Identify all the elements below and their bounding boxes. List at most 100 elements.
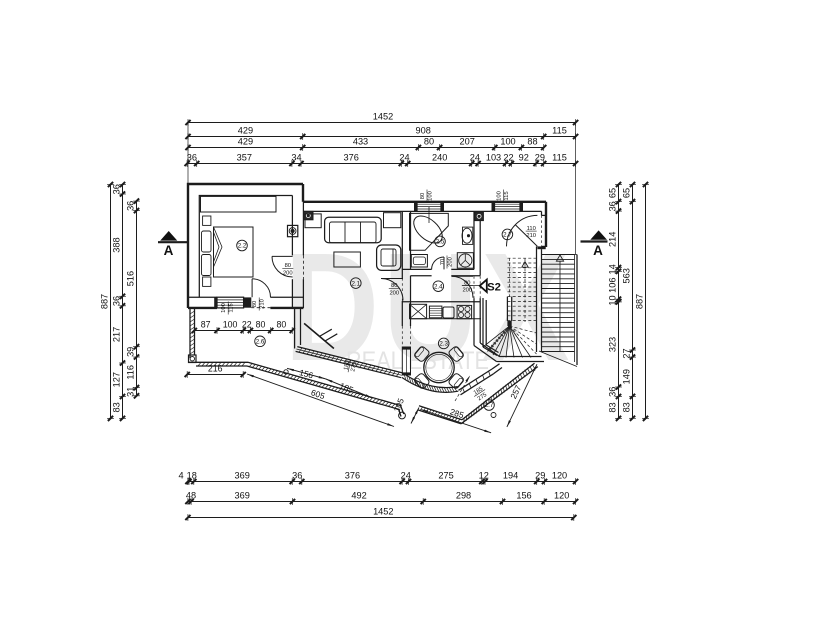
- svg-text:369: 369: [235, 491, 250, 501]
- svg-text:115: 115: [552, 126, 567, 136]
- svg-text:27: 27: [622, 348, 632, 358]
- svg-text:100: 100: [427, 191, 433, 201]
- svg-text:115: 115: [552, 153, 567, 163]
- svg-text:36: 36: [292, 471, 302, 481]
- svg-text:563: 563: [622, 268, 632, 283]
- svg-text:216: 216: [208, 364, 223, 374]
- svg-text:156: 156: [516, 491, 531, 501]
- svg-text:115: 115: [229, 303, 235, 312]
- svg-text:369: 369: [235, 471, 250, 481]
- svg-text:433: 433: [353, 137, 368, 147]
- svg-text:2.1: 2.1: [351, 280, 360, 287]
- svg-text:429: 429: [238, 137, 253, 147]
- svg-text:80: 80: [256, 320, 266, 330]
- svg-text:2.7: 2.7: [503, 232, 512, 239]
- svg-text:2.2: 2.2: [238, 243, 247, 250]
- svg-text:24: 24: [470, 153, 480, 163]
- svg-text:80: 80: [464, 280, 470, 286]
- svg-text:S2: S2: [487, 281, 501, 293]
- svg-text:887: 887: [100, 294, 110, 309]
- svg-text:285: 285: [449, 406, 466, 420]
- svg-text:70: 70: [440, 259, 446, 265]
- svg-text:127: 127: [112, 372, 122, 387]
- svg-text:429: 429: [238, 126, 253, 136]
- svg-text:105: 105: [391, 397, 406, 414]
- svg-text:22: 22: [242, 320, 252, 330]
- svg-text:275: 275: [350, 362, 358, 373]
- svg-text:29: 29: [535, 471, 545, 481]
- svg-text:240: 240: [432, 153, 447, 163]
- svg-text:24: 24: [399, 153, 409, 163]
- svg-text:516: 516: [126, 271, 136, 286]
- svg-text:92: 92: [519, 153, 529, 163]
- svg-text:80: 80: [391, 283, 397, 289]
- svg-text:275: 275: [438, 471, 453, 481]
- svg-text:48: 48: [186, 491, 196, 501]
- svg-text:2.6: 2.6: [256, 339, 265, 346]
- svg-text:87: 87: [201, 320, 211, 330]
- svg-text:4: 4: [178, 471, 183, 481]
- svg-text:100: 100: [496, 191, 502, 201]
- svg-text:106: 106: [608, 278, 618, 293]
- svg-text:200: 200: [389, 290, 399, 296]
- svg-text:2.5: 2.5: [436, 239, 445, 246]
- svg-text:80: 80: [424, 137, 434, 147]
- svg-text:149: 149: [622, 369, 632, 384]
- svg-text:120: 120: [554, 491, 569, 501]
- svg-text:357: 357: [237, 153, 252, 163]
- svg-text:80: 80: [277, 320, 287, 330]
- svg-text:10: 10: [608, 295, 618, 305]
- svg-text:100: 100: [223, 320, 238, 330]
- svg-text:116: 116: [126, 365, 136, 380]
- svg-text:2.3: 2.3: [439, 341, 448, 348]
- svg-text:A: A: [593, 243, 603, 258]
- svg-text:39: 39: [126, 347, 136, 357]
- svg-text:24: 24: [401, 471, 411, 481]
- svg-text:217: 217: [112, 327, 122, 342]
- svg-text:103: 103: [486, 153, 501, 163]
- svg-text:80: 80: [420, 193, 426, 199]
- svg-text:80: 80: [252, 301, 258, 307]
- svg-text:492: 492: [351, 491, 366, 501]
- svg-text:1452: 1452: [373, 507, 393, 517]
- svg-text:36: 36: [126, 201, 136, 211]
- svg-text:298: 298: [456, 491, 471, 501]
- svg-text:210: 210: [526, 233, 536, 239]
- svg-text:2.4: 2.4: [434, 283, 443, 290]
- svg-text:1452: 1452: [373, 112, 393, 122]
- svg-text:156: 156: [298, 367, 314, 380]
- svg-text:376: 376: [345, 471, 360, 481]
- svg-text:200: 200: [447, 257, 453, 267]
- svg-text:22: 22: [503, 153, 513, 163]
- svg-text:100: 100: [221, 303, 227, 313]
- svg-text:115: 115: [504, 191, 510, 200]
- svg-text:388: 388: [112, 237, 122, 252]
- svg-text:194: 194: [503, 471, 518, 481]
- svg-text:83: 83: [608, 402, 618, 412]
- svg-text:100: 100: [500, 137, 515, 147]
- svg-text:83: 83: [622, 402, 632, 412]
- svg-text:180: 180: [343, 360, 351, 371]
- svg-text:65: 65: [608, 188, 618, 198]
- svg-text:207: 207: [460, 137, 475, 147]
- svg-text:210: 210: [260, 299, 266, 309]
- svg-text:36: 36: [112, 296, 122, 306]
- svg-text:36: 36: [112, 184, 122, 194]
- svg-text:275: 275: [477, 392, 488, 402]
- svg-text:36: 36: [608, 387, 618, 397]
- svg-text:80: 80: [285, 263, 291, 269]
- svg-text:12: 12: [479, 471, 489, 481]
- svg-text:185: 185: [473, 386, 484, 396]
- svg-text:110: 110: [527, 226, 536, 232]
- svg-text:18: 18: [187, 471, 197, 481]
- svg-text:36: 36: [608, 201, 618, 211]
- svg-text:31: 31: [126, 387, 136, 397]
- svg-text:323: 323: [608, 337, 618, 352]
- svg-text:376: 376: [344, 153, 359, 163]
- svg-text:120: 120: [552, 471, 567, 481]
- svg-text:200: 200: [283, 270, 293, 276]
- svg-text:65: 65: [622, 188, 632, 198]
- svg-text:14: 14: [608, 264, 618, 274]
- svg-text:29: 29: [535, 153, 545, 163]
- svg-text:214: 214: [608, 232, 618, 247]
